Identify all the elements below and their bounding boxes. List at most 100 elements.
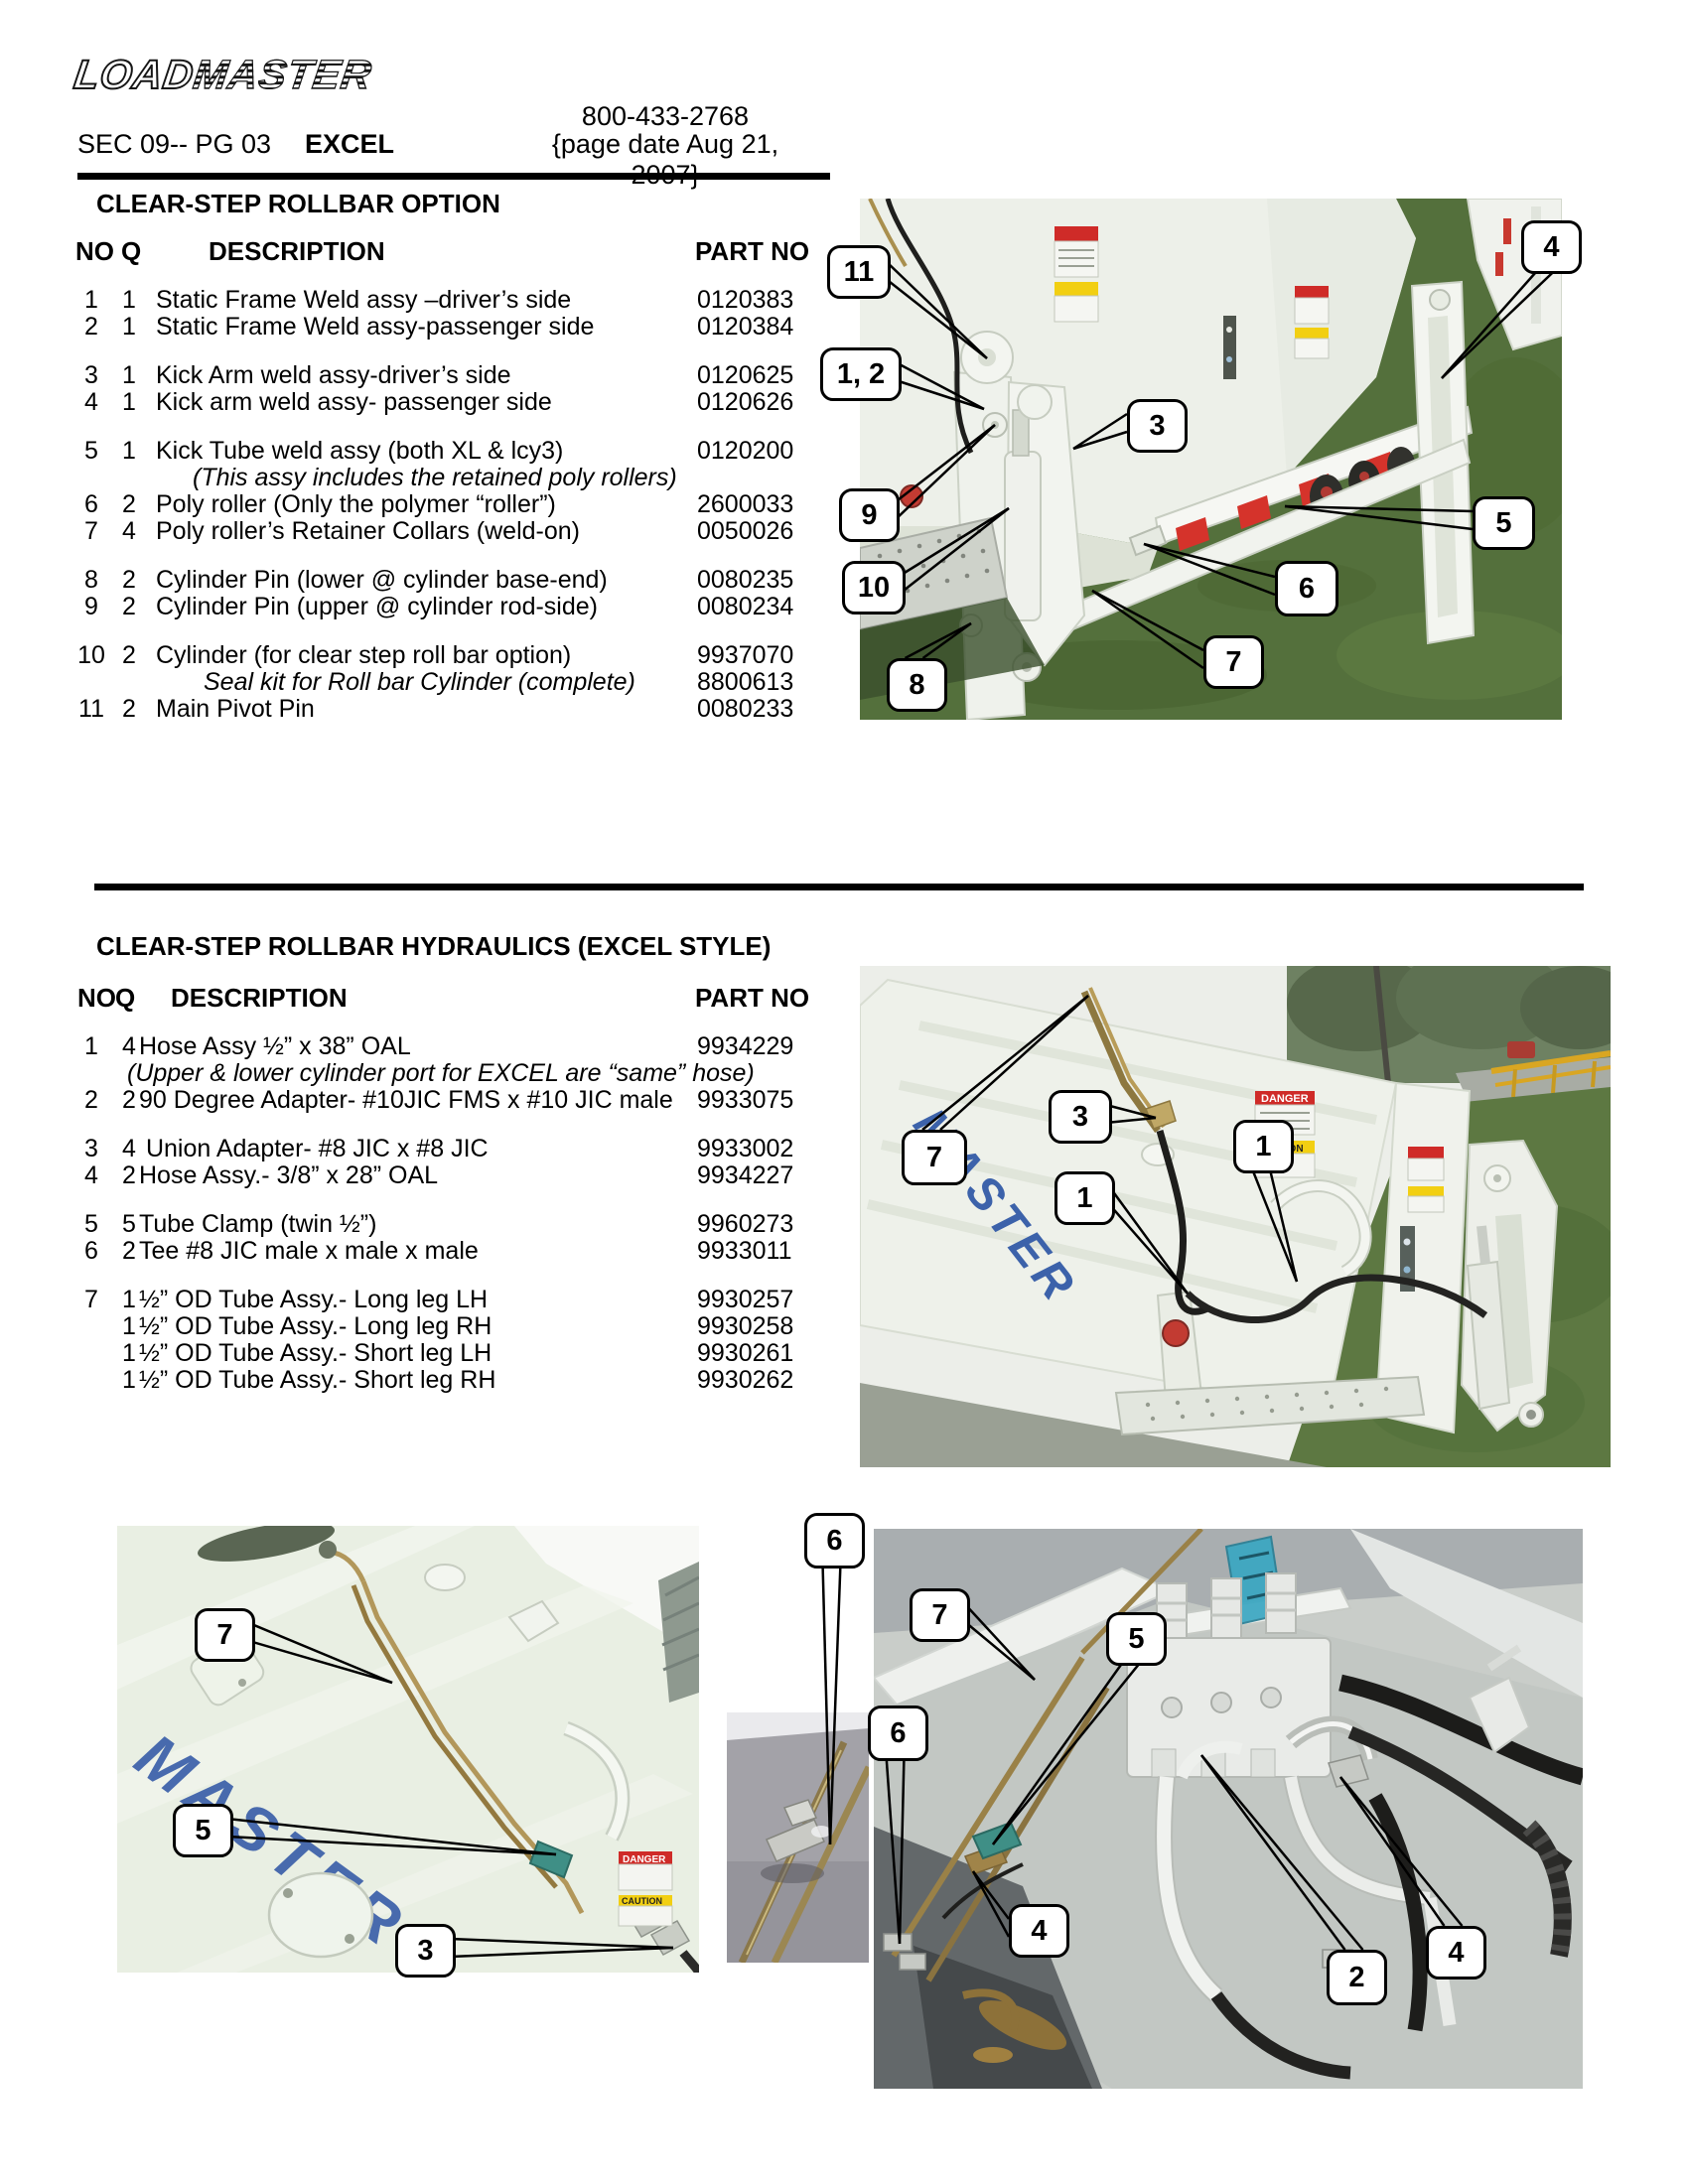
cell-q: 2 [122, 641, 136, 669]
logo-text-master: MASTER [190, 51, 375, 97]
cell-part: 9930261 [697, 1339, 794, 1367]
parts-row: Seal kit for Roll bar Cylinder (complete… [0, 668, 854, 696]
cell-part: 2600033 [697, 490, 794, 518]
cell-no: 10 [77, 641, 105, 669]
table-group-gap [0, 340, 854, 361]
callout-6: 6 [804, 1513, 865, 1569]
cell-part: 9933011 [697, 1237, 792, 1265]
callout-7: 7 [910, 1588, 970, 1642]
table-group-gap [0, 1188, 854, 1210]
cell-desc: Cylinder Pin (lower @ cylinder base-end) [156, 566, 608, 594]
cell-part: 8800613 [697, 668, 794, 696]
cell-no: 6 [84, 1237, 98, 1265]
photo-valve-bank-art [874, 1529, 1583, 2089]
col-desc: DESCRIPTION [171, 983, 348, 1013]
cell-part: 0080234 [697, 593, 794, 620]
cell-no: 4 [84, 388, 98, 416]
danger-label-text: DANGER [623, 1854, 666, 1865]
callout-6: 6 [1275, 561, 1338, 616]
cell-desc: Cylinder (for clear step roll bar option… [156, 641, 572, 669]
cell-q: 1 [122, 313, 136, 341]
cell-q: 1 [122, 1312, 136, 1340]
col-no: NO [77, 983, 116, 1013]
cell-q: 1 [122, 286, 136, 314]
callout-3: 3 [1049, 1090, 1112, 1144]
cell-part: 0120383 [697, 286, 794, 314]
cell-no: 4 [84, 1161, 98, 1189]
photo-tube-routing: MASTER DANGER CAUTION [117, 1526, 699, 1973]
section1-table-header: NO Q DESCRIPTION PART NO [0, 236, 854, 266]
col-no: NO [75, 236, 114, 266]
cell-no: 2 [84, 313, 98, 341]
cell-part: 9960273 [697, 1210, 794, 1238]
photo-tee-fitting-closeup [727, 1712, 869, 1963]
cell-no: 6 [84, 490, 98, 518]
cell-part: 0080235 [697, 566, 794, 594]
cell-part: 9933002 [697, 1135, 794, 1162]
callout-4: 4 [1009, 1904, 1069, 1958]
col-desc: DESCRIPTION [209, 236, 385, 266]
cell-desc: Tee #8 JIC male x male x male [139, 1237, 479, 1265]
phone-number: 800-433-2768 [581, 101, 750, 131]
callout-4: 4 [1426, 1926, 1486, 1979]
cell-desc: ½” OD Tube Assy.- Long leg RH [139, 1312, 492, 1340]
section1-title: CLEAR-STEP ROLLBAR OPTION [96, 189, 500, 218]
header-divider [77, 173, 830, 180]
cell-desc-note: (This assy includes the retained poly ro… [193, 464, 677, 491]
photo-raised-body-art: MASTER DANGER CAUTION [860, 966, 1611, 1467]
photo-tube-routing-art: MASTER DANGER CAUTION [117, 1526, 699, 1973]
cell-no: 11 [78, 695, 104, 723]
col-q: Q [115, 983, 136, 1013]
col-part: PART NO [695, 983, 810, 1013]
cell-no: 1 [84, 1032, 98, 1060]
cell-part: 0120625 [697, 361, 794, 389]
section-page-label: SEC 09-- PG 03 [77, 129, 272, 159]
callout-10: 10 [842, 561, 906, 614]
callout-7: 7 [902, 1130, 967, 1185]
danger-label-text: DANGER [1261, 1093, 1309, 1105]
parts-row: (This assy includes the retained poly ro… [0, 464, 854, 491]
cell-no: 8 [84, 566, 98, 594]
section-divider [94, 884, 1584, 890]
col-q: Q [121, 236, 142, 266]
cell-desc: Cylinder Pin (upper @ cylinder rod-side) [156, 593, 598, 620]
cell-no: 7 [84, 1286, 98, 1313]
cell-q: 2 [122, 1161, 136, 1189]
caution-label-text: CAUTION [622, 1896, 662, 1906]
table-group-gap [0, 415, 854, 437]
cell-desc-note: (Upper & lower cylinder port for EXCEL a… [127, 1059, 755, 1087]
table-group-gap [0, 544, 854, 566]
logo-text-load: LOAD [70, 51, 199, 98]
callout-4: 4 [1521, 220, 1582, 274]
cell-desc: Tube Clamp (twin ½”) [139, 1210, 377, 1238]
cell-no: 5 [84, 437, 98, 465]
cell-desc: Hose Assy.- 3/8” x 28” OAL [139, 1161, 439, 1189]
cell-no: 3 [84, 1135, 98, 1162]
photo-tee-fitting-art [727, 1712, 869, 1963]
cell-no: 2 [84, 1086, 98, 1114]
cell-part: 9930258 [697, 1312, 794, 1340]
cell-desc-note: Seal kit for Roll bar Cylinder (complete… [204, 668, 635, 696]
callout-11: 11 [827, 245, 891, 299]
cell-part: 9930262 [697, 1366, 794, 1394]
parts-row: (Upper & lower cylinder port for EXCEL a… [0, 1059, 854, 1087]
col-part: PART NO [695, 236, 810, 266]
cell-q: 2 [122, 1237, 136, 1265]
cell-desc: ½” OD Tube Assy.- Short leg LH [139, 1339, 492, 1367]
callout-7: 7 [1203, 635, 1264, 689]
